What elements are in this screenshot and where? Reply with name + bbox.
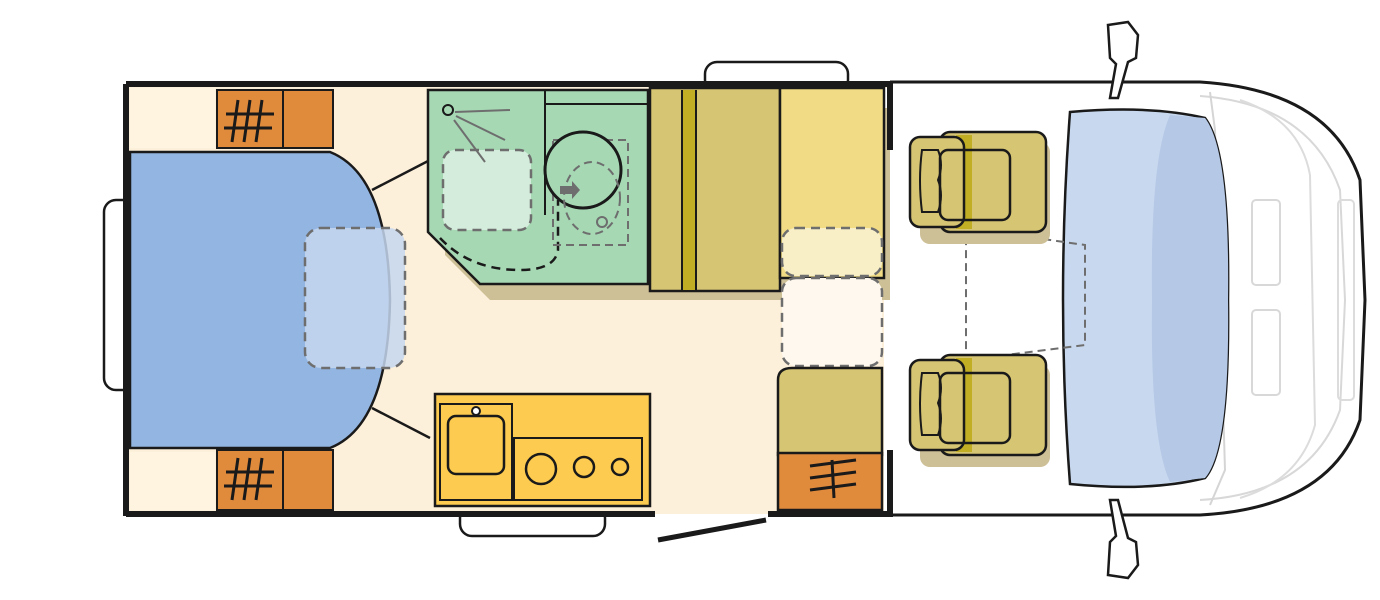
- table-extension: [780, 276, 884, 368]
- cab-seat-bottom: [908, 353, 1050, 467]
- hanger-icon: [224, 99, 274, 143]
- burner-medium: [572, 455, 596, 479]
- cab-vent-1: [1251, 199, 1281, 286]
- shower-icon: [442, 104, 511, 163]
- seating-bench: [648, 86, 782, 293]
- faucet-icon: [471, 406, 481, 416]
- mirror-bottom-icon: [1106, 498, 1140, 580]
- shower-tray: [441, 148, 533, 232]
- drain-icon: [596, 216, 608, 228]
- wardrobe-bottom-storage: [130, 452, 215, 510]
- cab-seat-top: [908, 130, 1050, 244]
- lower-seat: [776, 366, 884, 457]
- sink-icon: [446, 414, 506, 476]
- stove-icon: [513, 437, 643, 501]
- cab-seats: [908, 130, 1086, 467]
- lower-storage: [776, 451, 884, 512]
- bed-step-line-bottom: [371, 406, 431, 440]
- toilet-bowl-dashed: [563, 161, 621, 235]
- mirror-top-icon: [1106, 20, 1140, 100]
- windshield-shade: [1151, 115, 1229, 482]
- wardrobe-bottom: [216, 449, 284, 511]
- wardrobe-top-storage: [130, 88, 215, 148]
- shower-curtain-dashed: [439, 200, 560, 272]
- cab-grille: [1337, 199, 1355, 401]
- entry-door[interactable]: [657, 517, 767, 543]
- cab-dashboard-line-2: [1239, 99, 1317, 499]
- toilet-swivel-arrow-icon: [560, 181, 580, 199]
- hanger-icon-bottom: [224, 457, 274, 501]
- bed-extension-outline: [303, 226, 407, 370]
- dinette-table: [780, 226, 884, 278]
- bench-backrest: [682, 90, 696, 290]
- cab-vent-2: [1251, 309, 1281, 396]
- cab: [890, 20, 1367, 580]
- burner-small: [610, 457, 630, 477]
- wardrobe-top-side: [282, 89, 334, 149]
- storage-lines-icon: [809, 458, 857, 499]
- wardrobe-icon: [216, 89, 284, 149]
- wardrobe-bottom-side: [282, 449, 334, 511]
- outer-walls: [123, 81, 893, 517]
- burner-large: [524, 452, 558, 486]
- living-area: [102, 60, 896, 543]
- bed-step-line-top: [371, 158, 431, 192]
